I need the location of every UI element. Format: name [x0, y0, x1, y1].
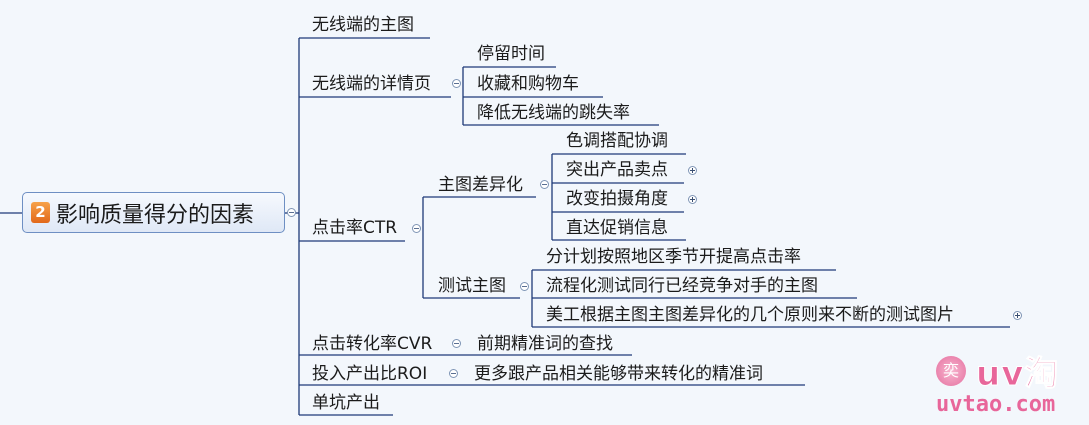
central-topic-label: 影响质量得分的因素 — [56, 202, 255, 228]
collapse-differentiation-icon[interactable] — [540, 180, 549, 189]
topic-dwell-time[interactable]: 停留时间 — [477, 44, 545, 64]
collapse-ctr-icon[interactable] — [412, 224, 421, 233]
collapse-central-icon[interactable] — [287, 208, 296, 217]
watermark-brand: uv淘 — [975, 354, 1060, 395]
collapse-test-image-icon[interactable] — [520, 282, 529, 291]
topic-single-slot-output[interactable]: 单坑产出 — [312, 393, 380, 413]
topic-mobile-detail-page[interactable]: 无线端的详情页 — [312, 74, 431, 94]
topic-test-main-image[interactable]: 测试主图 — [438, 276, 506, 296]
topic-main-image-differentiation[interactable]: 主图差异化 — [438, 175, 523, 195]
topic-designer-test-images[interactable]: 美工根据主图主图差异化的几个原则来不断的测试图片 — [546, 305, 954, 325]
topic-cvr[interactable]: 点击转化率CVR — [312, 334, 433, 354]
topic-reduce-bounce-rate[interactable]: 降低无线端的跳失率 — [477, 103, 630, 123]
topic-plan-by-region-season[interactable]: 分计划按照地区季节开提高点击率 — [546, 247, 801, 267]
topic-process-test-competitor[interactable]: 流程化测试同行已经竞争对手的主图 — [546, 276, 818, 296]
topic-more-relevant-keywords[interactable]: 更多跟产品相关能够带来转化的精准词 — [474, 364, 763, 384]
expand-shooting-angle-icon[interactable] — [688, 195, 697, 204]
topic-precise-keyword-search[interactable]: 前期精准词的查找 — [477, 334, 613, 354]
topic-color-matching[interactable]: 色调搭配协调 — [566, 131, 668, 151]
priority-badge: 2 — [31, 202, 50, 223]
watermark-seal-icon: 奕 — [936, 356, 966, 386]
topic-ctr[interactable]: 点击率CTR — [312, 218, 398, 238]
uvtao-watermark: 奕 uv淘 uvtao.com — [930, 352, 1080, 420]
topic-mobile-main-image[interactable]: 无线端的主图 — [312, 15, 414, 35]
expand-designer-test-icon[interactable] — [1013, 311, 1022, 320]
topic-highlight-selling-points[interactable]: 突出产品卖点 — [566, 160, 668, 180]
watermark-domain: uvtao.com — [936, 392, 1056, 417]
collapse-detail-page-icon[interactable] — [452, 79, 461, 88]
collapse-cvr-icon[interactable] — [452, 339, 461, 348]
collapse-roi-icon[interactable] — [449, 369, 458, 378]
central-topic[interactable]: 2 影响质量得分的因素 — [22, 192, 285, 233]
topic-roi[interactable]: 投入产出比ROI — [312, 364, 428, 384]
expand-selling-points-icon[interactable] — [688, 166, 697, 175]
topic-favorite-and-cart[interactable]: 收藏和购物车 — [477, 74, 579, 94]
topic-direct-promotion-info[interactable]: 直达促销信息 — [566, 218, 668, 238]
topic-change-shooting-angle[interactable]: 改变拍摄角度 — [566, 189, 668, 209]
